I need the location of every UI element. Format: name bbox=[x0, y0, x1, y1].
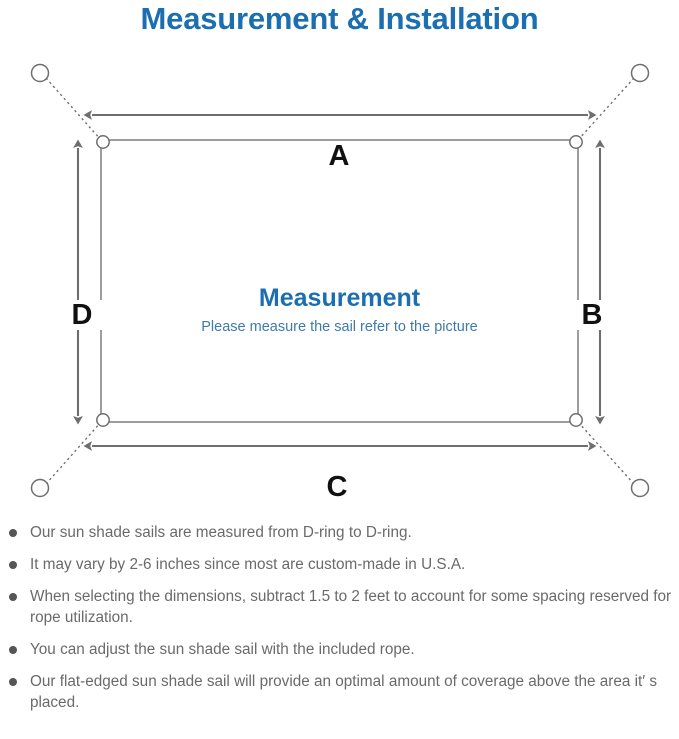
bullet-icon bbox=[9, 593, 17, 601]
note-text: It may vary by 2-6 inches since most are… bbox=[30, 556, 466, 573]
dimension-label-b: B bbox=[572, 300, 612, 330]
anchor-ring-top-left bbox=[30, 63, 50, 83]
dimension-label-a: A bbox=[310, 141, 368, 171]
rope-bottom-right bbox=[577, 421, 635, 485]
list-item: When selecting the dimensions, subtract … bbox=[0, 586, 679, 628]
bullet-icon bbox=[9, 678, 17, 686]
dimension-label-d: D bbox=[62, 300, 102, 330]
sail-body bbox=[100, 139, 579, 423]
dimension-arrows bbox=[73, 110, 605, 451]
measurement-diagram: Measurement Please measure the sail refe… bbox=[0, 44, 679, 514]
rope-bottom-left bbox=[45, 421, 102, 485]
sail-ring-top-right bbox=[569, 135, 583, 149]
note-text: Our flat-edged sun shade sail will provi… bbox=[30, 673, 658, 711]
page-title: Measurement & Installation bbox=[140, 1, 539, 36]
sail-ring-bottom-right bbox=[569, 413, 583, 427]
sail-ring-bottom-left bbox=[96, 413, 110, 427]
sail-ring-top-left bbox=[96, 135, 110, 149]
anchor-ring-bottom-right bbox=[630, 478, 650, 498]
note-text: When selecting the dimensions, subtract … bbox=[30, 588, 672, 626]
bullet-icon bbox=[9, 529, 17, 537]
rope-top-right bbox=[577, 77, 635, 141]
rope-top-left bbox=[45, 77, 102, 141]
anchor-ring-top-right bbox=[630, 63, 650, 83]
list-item: It may vary by 2-6 inches since most are… bbox=[0, 554, 679, 575]
notes-list: Our sun shade sails are measured from D-… bbox=[0, 522, 679, 724]
dimension-label-c: C bbox=[308, 472, 366, 502]
list-item: Our flat-edged sun shade sail will provi… bbox=[0, 671, 679, 713]
list-item: Our sun shade sails are measured from D-… bbox=[0, 522, 679, 543]
note-text: Our sun shade sails are measured from D-… bbox=[30, 524, 412, 541]
bullet-icon bbox=[9, 561, 17, 569]
sail-corner-rings bbox=[96, 135, 583, 427]
list-item: You can adjust the sun shade sail with t… bbox=[0, 639, 679, 660]
anchor-ring-bottom-left bbox=[30, 478, 50, 498]
note-text: You can adjust the sun shade sail with t… bbox=[30, 641, 415, 658]
anchor-rings bbox=[30, 63, 650, 498]
bullet-icon bbox=[9, 646, 17, 654]
diagram-svg bbox=[30, 63, 650, 498]
